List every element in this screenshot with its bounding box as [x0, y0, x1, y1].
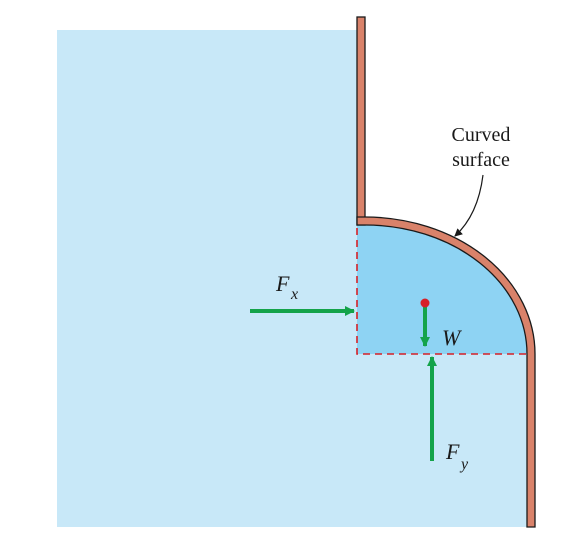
fy-subscript: y [459, 456, 469, 473]
curved-surface-label-line2: surface [452, 149, 510, 171]
water-region [57, 30, 527, 527]
fx-subscript: x [290, 286, 298, 303]
liquid-volume-above-surface [357, 225, 527, 354]
centroid-dot [420, 298, 430, 308]
fy-label: F [445, 439, 460, 464]
curved-surface-label-line1: Curved [452, 124, 511, 146]
vertical-wall [356, 16, 366, 226]
weight-label: W [442, 325, 462, 350]
volume-dashed-outline [356, 228, 533, 355]
fx-label: F [275, 271, 290, 296]
curved-surface-wall [356, 216, 536, 528]
curved-surface-pointer [454, 174, 484, 237]
